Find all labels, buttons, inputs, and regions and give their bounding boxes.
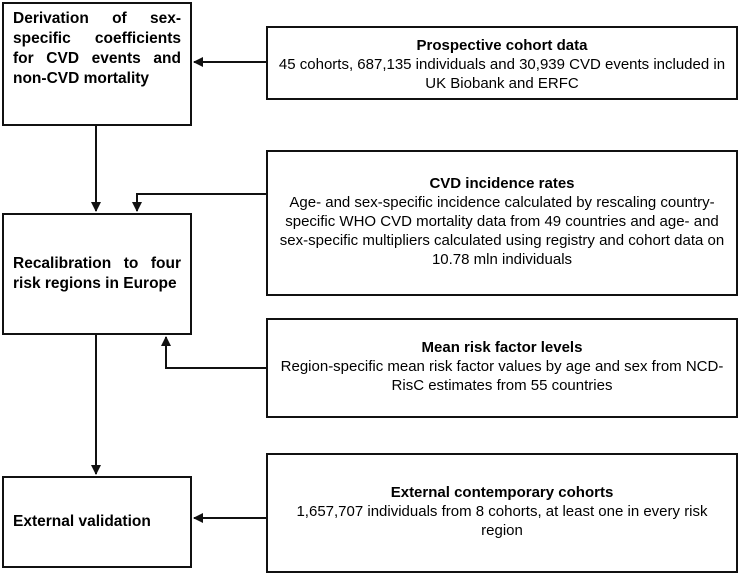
risk-factor-body: Region-specific mean risk factor values … <box>280 358 724 394</box>
external-validation-box: External validation <box>2 476 192 568</box>
external-validation-text: External validation <box>13 513 151 530</box>
prospective-cohort-body: 45 cohorts, 687,135 individuals and 30,9… <box>278 56 726 92</box>
cvd-incidence-body: Age- and sex-specific incidence calculat… <box>279 194 725 268</box>
external-cohorts-box: External contemporary cohorts 1,657,707 … <box>266 453 738 573</box>
recalibration-text: Recalibration to four risk regions in Eu… <box>13 255 181 292</box>
risk-factor-title: Mean risk factor levels <box>421 339 583 356</box>
cvd-incidence-title: CVD incidence rates <box>429 175 575 192</box>
prospective-cohort-box: Prospective cohort data 45 cohorts, 687,… <box>266 26 738 100</box>
derivation-box: Derivation of sex-specific coefficients … <box>2 2 192 126</box>
external-cohorts-body: 1,657,707 individuals from 8 cohorts, at… <box>296 503 708 539</box>
external-cohorts-title: External contemporary cohorts <box>390 484 614 501</box>
recalibration-box: Recalibration to four risk regions in Eu… <box>2 213 192 335</box>
risk-factor-box: Mean risk factor levels Region-specific … <box>266 318 738 418</box>
cvd-incidence-box: CVD incidence rates Age- and sex-specifi… <box>266 150 738 296</box>
arrow-riskfactor-to-recalibration <box>161 336 266 369</box>
arrow-incidence-to-recalibration <box>132 193 266 212</box>
prospective-cohort-title: Prospective cohort data <box>416 37 588 54</box>
derivation-text: Derivation of sex-specific coefficients … <box>13 10 181 87</box>
